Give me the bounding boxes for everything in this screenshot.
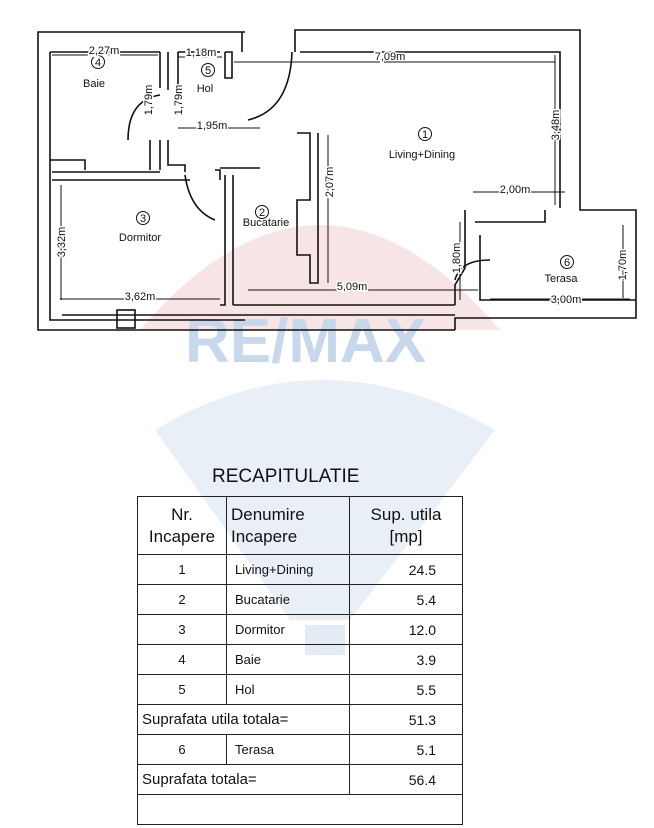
dim-hol-lower: 1,95m (197, 120, 228, 132)
summary-title: RECAPITULATIE (212, 466, 360, 487)
room-6-label: Terasa (544, 273, 578, 285)
row-area: 24.5 (349, 554, 463, 585)
row-area: 3.9 (349, 644, 463, 675)
row-area: 5.1 (349, 734, 463, 765)
dim-terasa-width: 3,00m (551, 294, 582, 306)
subtotal-label: Suprafata utila totala= (137, 704, 350, 735)
dim-hol-width: 1,18m (186, 47, 217, 59)
room-3-number: 3 (140, 213, 146, 225)
header-name: Denumire Incapere (226, 496, 350, 555)
total-label: Suprafata totala= (137, 764, 350, 795)
header-area: Sup. utila [mp] (349, 496, 463, 555)
dimension-lines (52, 54, 630, 300)
row-nr: 5 (137, 674, 227, 705)
room-5-label: Hol (197, 83, 214, 95)
cut-off-cell (137, 794, 463, 825)
dim-terasa-opening: 2,00m (500, 184, 531, 196)
dim-hol-height: 1,79m (173, 85, 185, 116)
dim-living-width: 7,09m (375, 51, 406, 63)
room-4-number: 4 (95, 57, 101, 69)
row-area: 5.5 (349, 674, 463, 705)
row-nr: 4 (137, 644, 227, 675)
row-nr: 6 (137, 734, 227, 765)
total-value: 56.4 (349, 764, 463, 795)
row-name: Dormitor (226, 614, 350, 645)
watermark-text: RE/MAX (185, 307, 426, 376)
row-name: Baie (226, 644, 350, 675)
row-nr: 3 (137, 614, 227, 645)
row-name: Hol (226, 674, 350, 705)
room-4-label: Baie (83, 78, 105, 90)
row-nr: 2 (137, 584, 227, 615)
room-6-number: 6 (564, 257, 570, 269)
room-2-number: 2 (259, 207, 265, 219)
room-number-circles (91, 55, 574, 269)
dim-terasa-height: 1,70m (617, 250, 629, 281)
room-1-label: Living+Dining (389, 149, 455, 161)
total-row: Suprafata totala=56.4 (137, 764, 463, 795)
row-area: 5.4 (349, 584, 463, 615)
subtotal-value: 51.3 (349, 704, 463, 735)
row-name: Bucatarie (226, 584, 350, 615)
dim-living-height: 3,48m (550, 110, 562, 141)
dim-baie-width: 2,27m (89, 45, 120, 57)
room-2-label: Bucatarie (243, 217, 289, 229)
dim-dormitor-width: 3,62m (125, 291, 156, 303)
row-nr: 1 (137, 554, 227, 585)
dim-baie-height: 1,79m (143, 85, 155, 116)
room-1-number: 1 (422, 129, 428, 141)
subtotal-row: Suprafata utila totala=51.3 (137, 704, 463, 735)
floor-plan: 1 2 3 4 5 6 Living+Dining Bucatarie Dorm… (37, 29, 637, 331)
cut-off-row (137, 794, 463, 825)
dim-kitchen-width: 5,09m (337, 281, 368, 293)
room-3-label: Dormitor (119, 232, 162, 244)
dim-bar-length: 2,07m (324, 167, 336, 198)
row-name: Terasa (226, 734, 350, 765)
dim-door-height: 1,80m (451, 243, 463, 274)
table-header: Nr. Incapere Denumire Incapere Sup. util… (137, 496, 463, 555)
room-5-number: 5 (205, 65, 211, 77)
walls (37, 29, 637, 331)
dim-dormitor-height: 3,32m (56, 227, 68, 258)
watermark-balloon-top (140, 225, 500, 330)
header-nr: Nr. Incapere (137, 496, 227, 555)
row-name: Living+Dining (226, 554, 350, 585)
row-area: 12.0 (349, 614, 463, 645)
summary-table: Nr. Incapere Denumire Incapere Sup. util… (137, 496, 463, 825)
